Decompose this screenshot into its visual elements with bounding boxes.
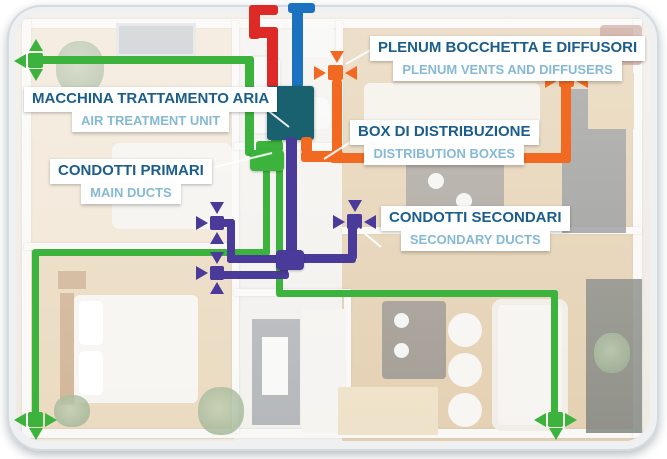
green-duct-secondary-b-horizontal (276, 290, 558, 297)
label-air-treatment: MACCHINA TRATTAMENTO ARIA AIR TREATMENT … (24, 87, 278, 132)
arrow-left-icon (14, 54, 26, 68)
green-duct-secondary-a-vertical (263, 168, 270, 255)
purple-duct-main-vertical (286, 137, 297, 254)
plenum-diffuser-icon-bath (328, 65, 343, 80)
arrow-right-icon (333, 215, 345, 229)
secondary-vent-icon-lower (210, 266, 224, 280)
label-plenum: PLENUM BOCCHETTA E DIFFUSORI PLENUM VENT… (370, 36, 646, 81)
arrow-right-icon (565, 413, 577, 427)
arrow-right-icon (196, 216, 208, 230)
arrow-down-icon (549, 428, 563, 440)
green-distribution-box (250, 150, 284, 171)
arrow-right-icon (314, 66, 326, 80)
purple-duct-vent1-vertical (227, 219, 235, 263)
arrow-up-icon (29, 39, 43, 51)
purple-distribution-box (276, 250, 304, 270)
green-duct-top-horizontal (36, 56, 250, 64)
arrow-left-icon (534, 413, 546, 427)
orange-duct-riser-bath (332, 79, 342, 159)
arrow-up-icon (210, 232, 224, 244)
label-secondary: CONDOTTI SECONDARI SECONDARY DUCTS (381, 206, 570, 251)
arrow-left-icon (14, 413, 26, 427)
arrow-down-icon (29, 428, 43, 440)
red-exhaust-vertical-1 (249, 7, 260, 39)
green-duct-secondary-a-horizontal (35, 249, 270, 256)
label-secondary-subtitle: SECONDARY DUCTS (400, 231, 550, 251)
purple-duct-right-horizontal (298, 254, 356, 263)
supply-vent-icon-top-left (28, 53, 43, 68)
label-distribution: BOX DI DISTRIBUZIONE DISTRIBUTION BOXES (350, 120, 539, 165)
supply-vent-icon-bottom-left (28, 412, 43, 427)
purple-duct-vent1-horizontal (227, 255, 280, 263)
arrow-down-icon (210, 252, 224, 264)
green-duct-unit-elbow (256, 141, 283, 152)
label-main-ducts-subtitle: MAIN DUCTS (81, 184, 181, 204)
arrow-down-icon (348, 200, 362, 212)
label-plenum-title: PLENUM BOCCHETTA E DIFFUSORI (370, 36, 646, 61)
green-duct-living-vertical (551, 290, 558, 417)
label-main-ducts: CONDOTTI PRIMARI MAIN DUCTS (50, 159, 212, 204)
arrow-right-icon (196, 266, 208, 280)
orange-duct-unit-elbow (301, 151, 343, 162)
orange-duct-riser-kitchen (561, 84, 571, 160)
purple-duct-vent3-horizontal (221, 271, 289, 279)
blue-intake-vertical (292, 5, 303, 88)
secondary-vent-icon-upper (210, 216, 224, 230)
label-air-treatment-subtitle: AIR TREATMENT UNIT (72, 112, 230, 132)
label-plenum-subtitle: PLENUM VENTS AND DIFFUSERS (393, 61, 622, 81)
red-exhaust-vertical-2 (267, 27, 278, 88)
label-main-ducts-title: CONDOTTI PRIMARI (50, 159, 212, 184)
arrow-right-icon (45, 413, 57, 427)
orange-duct-unit-drop (301, 137, 312, 153)
arrow-left-icon (345, 66, 357, 80)
green-duct-bedroom-vertical (32, 249, 39, 417)
label-distribution-subtitle: DISTRIBUTION BOXES (364, 145, 525, 165)
arrow-up-icon (210, 282, 224, 294)
label-secondary-title: CONDOTTI SECONDARI (381, 206, 570, 231)
leader-secondary (357, 227, 382, 248)
green-duct-secondary-b-vertical (276, 168, 283, 294)
supply-vent-icon-bottom-right (548, 412, 563, 427)
purple-duct-junction-stub (280, 266, 288, 277)
purple-duct-right-vertical (348, 226, 357, 260)
label-air-treatment-title: MACCHINA TRATTAMENTO ARIA (24, 87, 278, 112)
red-exhaust-cap (249, 5, 278, 15)
arrow-down-icon (330, 51, 344, 63)
arrow-down-icon (210, 202, 224, 214)
arrow-left-icon (364, 215, 376, 229)
secondary-vent-icon-right (347, 214, 362, 229)
red-exhaust-jog (249, 27, 278, 38)
arrow-down-icon (29, 69, 43, 81)
label-distribution-title: BOX DI DISTRIBUZIONE (350, 120, 539, 145)
